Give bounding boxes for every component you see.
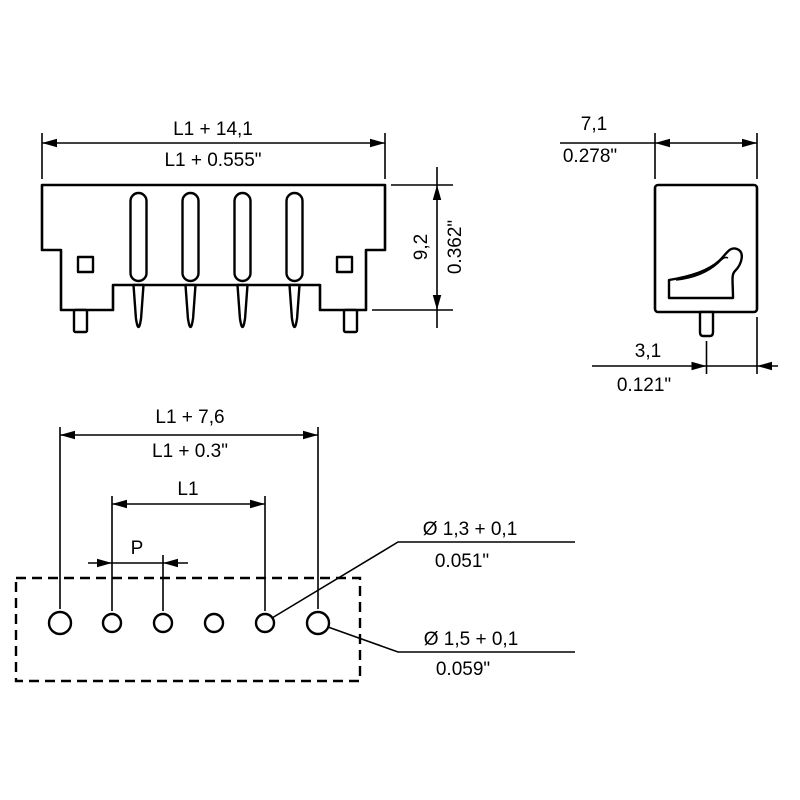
front-slot	[129, 191, 148, 283]
front-solder-pin	[236, 283, 249, 329]
front-width-imperial-label: L1 + 0.555"	[164, 150, 261, 171]
footprint-hole-small	[203, 612, 225, 634]
side-latch-detail-line	[675, 256, 729, 281]
front-slot	[233, 191, 252, 283]
footprint-large-hole-callout: Ø 1,5 + 0,1 0.059"	[327, 626, 575, 680]
front-height-dimension: 9,2 0.362"	[372, 167, 466, 328]
footprint-hole-large	[305, 610, 331, 636]
side-solder-pin	[698, 310, 715, 338]
front-square-hole	[76, 255, 95, 274]
footprint-overall-dimension: L1 + 7,6 L1 + 0.3"	[59, 407, 319, 609]
footprint-view: L1 + 7,6 L1 + 0.3" L1 P Ø 1,3 +	[14, 407, 575, 683]
front-slot	[181, 191, 200, 283]
footprint-hole-small	[152, 612, 174, 634]
footprint-hole-large	[47, 610, 73, 636]
side-latch-lever	[667, 247, 743, 300]
footprint-pitch-label: P	[131, 538, 144, 559]
small-hole-metric-label: Ø 1,3 + 0,1	[423, 519, 518, 540]
front-solder-pin	[288, 283, 301, 329]
front-view: L1 + 14,1 L1 + 0.555" 9,2 0.362"	[40, 119, 466, 334]
front-square-hole	[335, 255, 354, 274]
footprint-small-hole-callout: Ø 1,3 + 0,1 0.051"	[271, 519, 575, 619]
footprint-overall-metric-label: L1 + 7,6	[155, 407, 224, 428]
footprint-overall-imperial-label: L1 + 0.3"	[152, 441, 228, 462]
side-pin-offset-dimension: 3,1 0.121"	[592, 317, 778, 396]
front-housing-outline	[40, 183, 387, 312]
side-pin-offset-imperial-label: 0.121"	[617, 375, 671, 396]
front-solder-pin	[132, 283, 145, 329]
side-width-dimension: 7,1 0.278"	[560, 114, 758, 179]
front-solder-pin	[184, 283, 197, 329]
front-fixing-pin	[72, 308, 89, 334]
small-hole-imperial-label: 0.051"	[435, 551, 489, 572]
side-width-metric-label: 7,1	[581, 114, 607, 135]
large-hole-metric-label: Ø 1,5 + 0,1	[424, 629, 519, 650]
leader-line	[271, 541, 575, 619]
side-pin-offset-metric-label: 3,1	[635, 341, 661, 362]
footprint-pitch-dimension: P	[88, 538, 188, 611]
front-height-imperial-label: 0.362"	[445, 220, 466, 274]
side-width-imperial-label: 0.278"	[563, 146, 617, 167]
footprint-l1-label: L1	[177, 479, 198, 500]
front-fixing-pin	[342, 308, 359, 334]
front-width-dimension: L1 + 14,1 L1 + 0.555"	[41, 119, 386, 179]
footprint-hole-small	[101, 612, 123, 634]
leader-line	[327, 626, 575, 653]
side-housing-outline	[653, 183, 759, 314]
footprint-hole-small	[254, 612, 276, 634]
front-width-metric-label: L1 + 14,1	[173, 119, 253, 140]
front-slot	[285, 191, 304, 283]
footprint-l1-dimension: L1	[111, 479, 266, 611]
side-view: 7,1 0.278" 3,1 0.121"	[560, 114, 778, 396]
large-hole-imperial-label: 0.059"	[436, 659, 490, 680]
front-height-metric-label: 9,2	[411, 234, 432, 260]
